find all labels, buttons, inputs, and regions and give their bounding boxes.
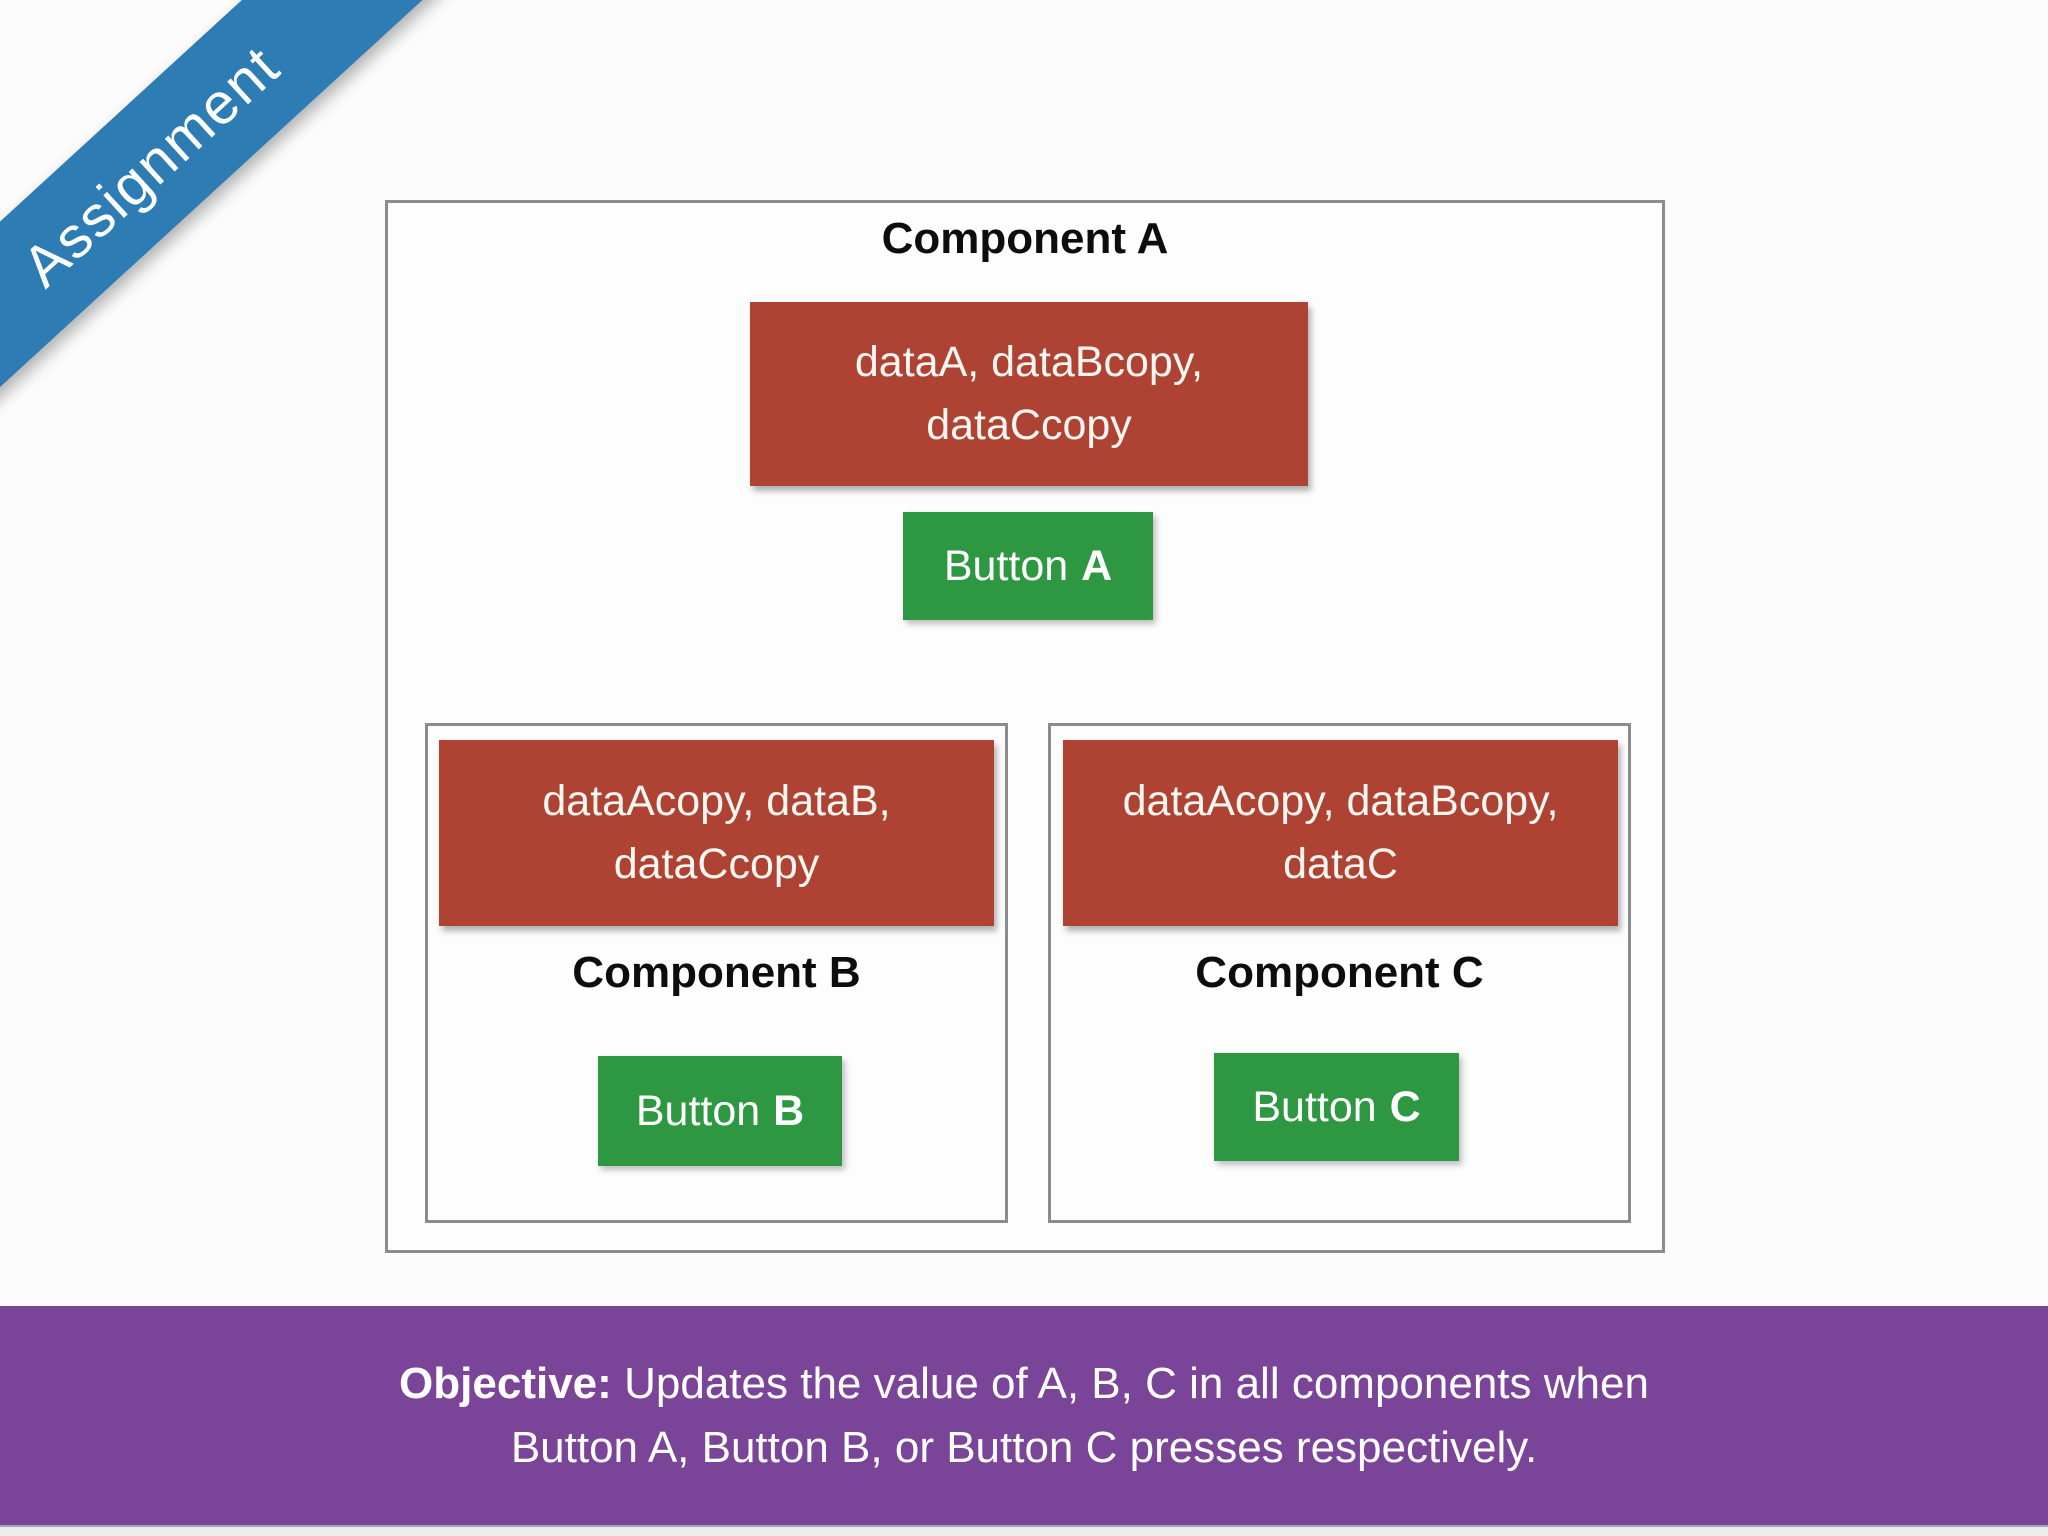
data-line: dataCcopy	[926, 401, 1132, 449]
data-line: dataC	[1283, 840, 1398, 888]
button-c-label: Button	[1252, 1082, 1377, 1131]
component-c-data-box: dataAcopy, dataBcopy, dataC	[1063, 740, 1618, 926]
button-a[interactable]: Button A	[903, 512, 1153, 620]
button-a-key: A	[1081, 541, 1113, 590]
objective-text-line2: Button A, Button B, or Button C presses …	[510, 1422, 1538, 1472]
button-c[interactable]: Button C	[1214, 1053, 1459, 1161]
data-line: dataA, dataBcopy,	[854, 338, 1204, 386]
data-line: dataAcopy, dataB,	[542, 777, 891, 825]
button-c-key: C	[1389, 1082, 1421, 1131]
assignment-ribbon-label: Assignment	[9, 32, 293, 300]
data-line: dataCcopy	[613, 840, 820, 888]
button-a-label: Button	[943, 541, 1069, 590]
component-c-title: Component C	[1195, 948, 1484, 997]
button-b[interactable]: Button B	[598, 1056, 842, 1166]
objective-heading: Objective:	[399, 1358, 612, 1408]
bottom-strip	[0, 1525, 2048, 1536]
component-b-data-box: dataAcopy, dataB, dataCcopy	[439, 740, 994, 926]
component-b-title: Component B	[572, 948, 861, 997]
data-line: dataAcopy, dataBcopy,	[1122, 777, 1559, 825]
objective-line-1: Objective:Updates the value of A, B, C i…	[399, 1352, 1649, 1416]
button-b-key: B	[773, 1086, 805, 1135]
component-a-title: Component A	[881, 214, 1169, 263]
objective-text-line1: Updates the value of A, B, C in all comp…	[624, 1358, 1649, 1408]
objective-banner: Objective:Updates the value of A, B, C i…	[0, 1306, 2048, 1525]
button-b-label: Button	[635, 1086, 761, 1135]
component-a-data-box: dataA, dataBcopy, dataCcopy	[750, 302, 1308, 486]
